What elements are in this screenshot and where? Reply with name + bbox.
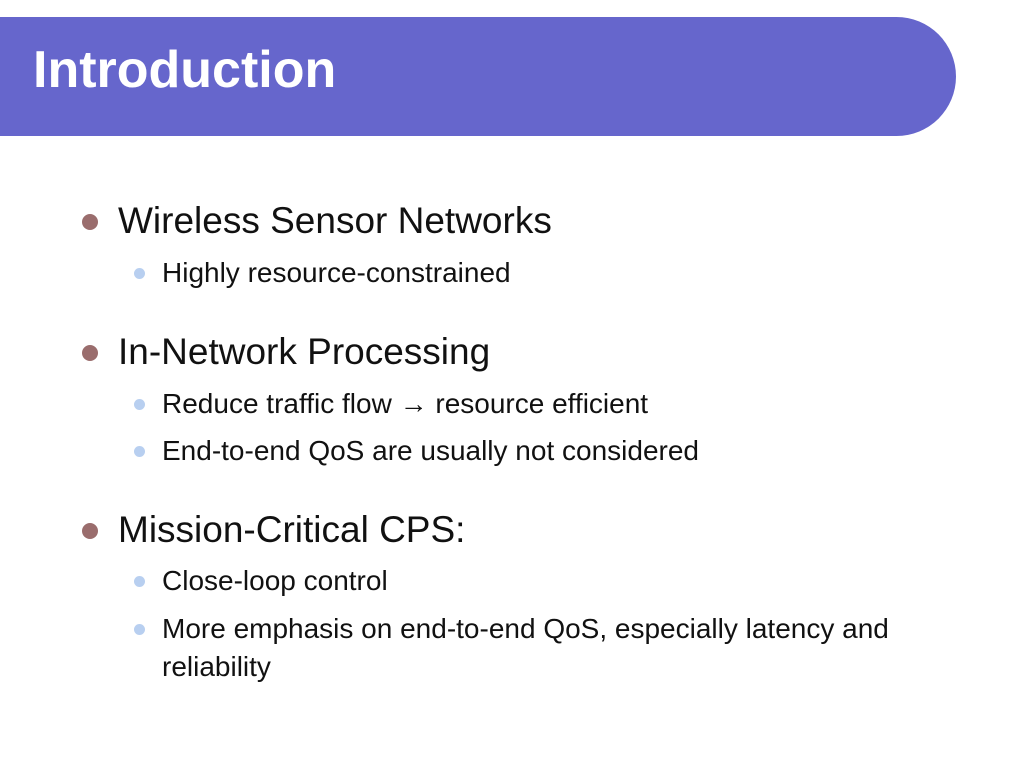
list-item: Reduce traffic flow → resource efficient — [162, 388, 649, 419]
list-item: More emphasis on end-to-end QoS, especia… — [162, 613, 889, 682]
list-item: Close-loop control — [162, 565, 388, 596]
sub-bullet-icon — [134, 576, 145, 587]
sub-bullet-icon — [134, 624, 145, 635]
title-bar — [0, 17, 956, 136]
slide-title: Introduction — [33, 41, 337, 99]
sub-bullet-icon — [134, 399, 145, 410]
bullet-icon — [82, 523, 98, 539]
sub-bullet-icon — [134, 268, 145, 279]
sub-bullet-icon — [134, 446, 145, 457]
section-heading: In-Network Processing — [118, 331, 491, 372]
bullet-icon — [82, 214, 98, 230]
section-heading: Wireless Sensor Networks — [118, 200, 552, 241]
list-item: Highly resource-constrained — [162, 257, 511, 288]
bullet-icon — [82, 345, 98, 361]
list-item: End-to-end QoS are usually not considere… — [162, 435, 699, 466]
section-heading: Mission-Critical CPS: — [118, 509, 466, 550]
